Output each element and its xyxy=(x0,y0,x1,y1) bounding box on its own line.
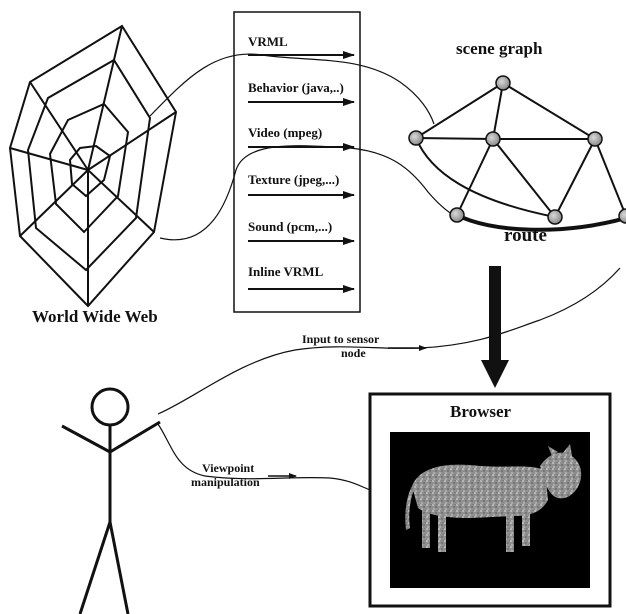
web-to-scene-curve-top xyxy=(149,53,435,125)
stream-label-video: Video (mpeg) xyxy=(248,125,322,140)
browser-window: Browser xyxy=(368,392,612,608)
scene-to-browser-arrow xyxy=(481,266,509,388)
viewpoint-curve xyxy=(157,423,371,491)
scene-graph-edges xyxy=(415,82,626,218)
user-head xyxy=(90,387,130,427)
scene-graph-nodes xyxy=(408,75,626,225)
browser-title: Browser xyxy=(450,402,512,421)
web-to-scene-curve-bottom xyxy=(159,145,456,241)
stream-label-inline-vrml: Inline VRML xyxy=(248,264,324,279)
web-ring-3 xyxy=(48,102,130,234)
stream-sound: Sound (pcm,...) xyxy=(248,219,355,245)
scene-node-root xyxy=(495,75,511,91)
scene-node-bottom-left xyxy=(449,207,465,223)
scene-node-bottom-right xyxy=(618,208,626,224)
stream-inline-vrml: Inline VRML xyxy=(248,264,355,293)
route-curve xyxy=(456,213,626,232)
sensor-input-curve xyxy=(157,267,621,415)
scene-node-bottom-middle xyxy=(547,209,563,225)
scene-node-right xyxy=(587,131,603,147)
stream-label-texture: Texture (jpeg,...) xyxy=(248,172,339,187)
sensor-label-line1: Input to sensor xyxy=(302,332,380,346)
scene-node-left xyxy=(408,130,424,146)
viewpoint-label-line1: Viewpoint xyxy=(202,461,254,475)
user-stick-figure xyxy=(61,387,161,614)
scene-node-middle xyxy=(485,131,501,147)
web-label: World Wide Web xyxy=(32,307,158,326)
cow-model xyxy=(405,444,582,552)
stream-label-behavior: Behavior (java,..) xyxy=(248,80,344,95)
web-ring-4 xyxy=(68,144,112,198)
world-wide-web-graphic xyxy=(8,24,178,308)
sensor-label-line2: node xyxy=(341,346,366,360)
route-label: route xyxy=(504,225,547,246)
stream-behavior: Behavior (java,..) xyxy=(248,80,355,106)
stream-texture: Texture (jpeg,...) xyxy=(248,172,355,199)
scene-graph-title: scene graph xyxy=(456,39,543,58)
web-ring-2 xyxy=(26,58,152,272)
stream-label-vrml: VRML xyxy=(248,34,288,49)
web-outer-ring xyxy=(8,24,178,308)
viewpoint-label-line2: manipulation xyxy=(191,475,260,489)
stream-label-sound: Sound (pcm,...) xyxy=(248,219,332,234)
